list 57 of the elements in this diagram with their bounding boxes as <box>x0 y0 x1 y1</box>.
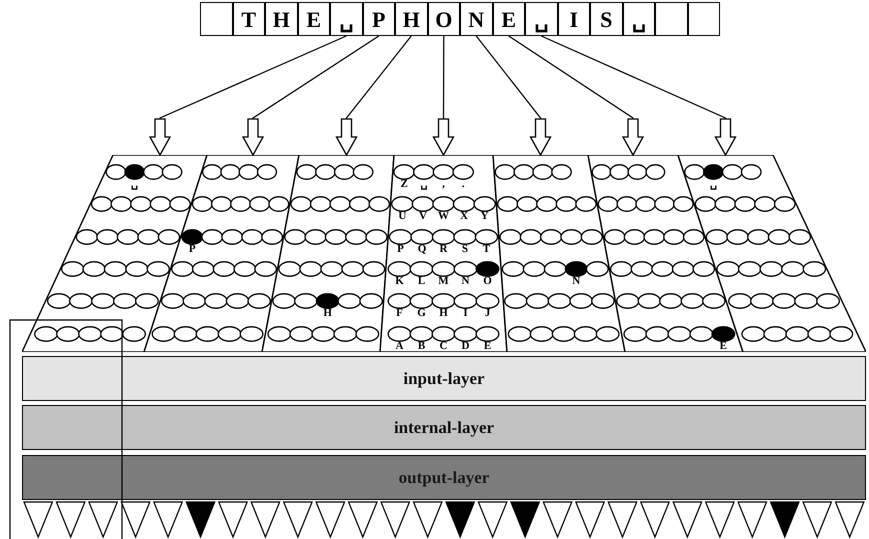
letter-cell: I <box>558 2 590 36</box>
unit-label: W <box>437 211 450 222</box>
unit-label: A <box>394 341 404 352</box>
output-layer-band: output-layer <box>22 455 866 500</box>
unit-label: Q <box>416 244 428 255</box>
letter-cell: H <box>395 2 428 36</box>
input-unit-group <box>262 155 394 352</box>
unit-label: . <box>460 179 466 190</box>
unit-label: H <box>438 308 449 319</box>
unit-label: C <box>438 341 448 352</box>
unit-label: F <box>395 308 404 319</box>
unit-label: U <box>397 211 408 222</box>
letter-cell: H <box>265 2 298 36</box>
unit-label: T <box>482 244 492 255</box>
letter-cell: E <box>492 2 525 36</box>
unit-label: ␣ <box>130 179 140 190</box>
letter-cell <box>655 2 688 36</box>
letter-cell: S <box>590 2 622 36</box>
unit-label: I <box>462 308 469 319</box>
input-layer-band: input-layer <box>22 356 866 401</box>
letter-cell: O <box>428 2 460 36</box>
unit-label: E <box>718 341 728 352</box>
letter-cell: ␣ <box>330 2 362 36</box>
unit-label: R <box>438 244 448 255</box>
unit-label: J <box>484 308 492 319</box>
unit-label: E <box>482 341 492 352</box>
letter-cell: T <box>232 2 265 36</box>
unit-label: S <box>460 244 470 255</box>
letter-cell: N <box>460 2 492 36</box>
letter-cell: ␣ <box>525 2 558 36</box>
unit-label: M <box>437 276 450 287</box>
unit-label: P <box>396 244 405 255</box>
unit-label: K <box>394 276 405 287</box>
letter-cell: ␣ <box>622 2 655 36</box>
unit-label: ␣ <box>419 179 428 190</box>
input-unit-group <box>380 155 507 352</box>
unit-label: V <box>418 211 428 222</box>
unit-label: , <box>441 179 446 190</box>
unit-label: B <box>416 341 426 352</box>
input-unit-group <box>678 155 866 352</box>
letter-cell: P <box>362 2 395 36</box>
unit-label: Y <box>480 211 490 222</box>
unit-label: L <box>416 276 426 287</box>
unit-label: X <box>459 211 470 222</box>
unit-label: O <box>482 276 493 287</box>
unit-label: Z <box>399 179 409 190</box>
unit-label: P <box>188 244 197 255</box>
letter-cell <box>688 2 720 36</box>
unit-label: ␣ <box>708 179 718 190</box>
unit-label: H <box>322 308 333 319</box>
letter-cell: E <box>298 2 330 36</box>
unit-label: D <box>460 341 470 352</box>
unit-label: N <box>460 276 470 287</box>
letter-cell <box>200 2 232 36</box>
unit-label: N <box>571 276 582 287</box>
internal-layer-band: internal-layer <box>22 405 866 450</box>
unit-label: G <box>416 308 427 319</box>
